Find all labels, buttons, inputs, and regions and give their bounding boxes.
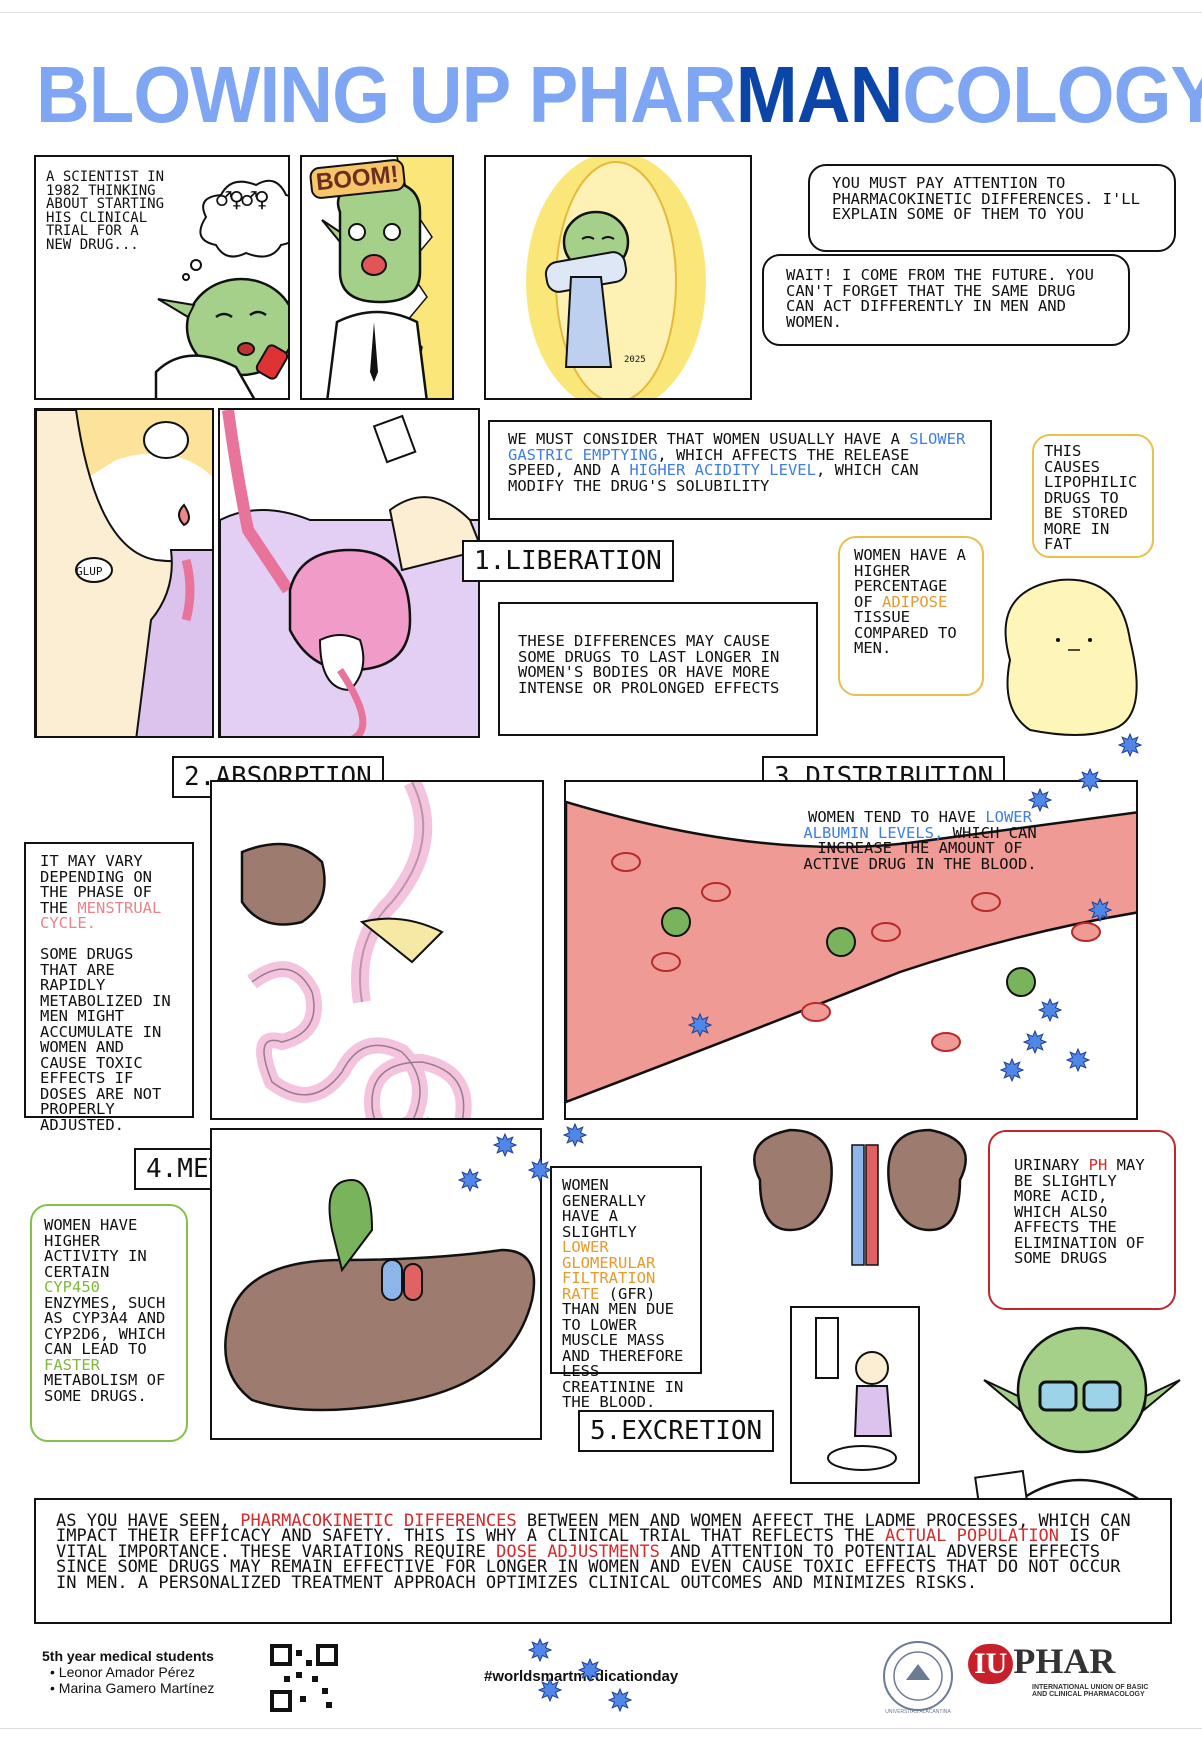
metabolism-text-3: METABOLISM OF SOME DRUGS.: [44, 1371, 166, 1405]
liberation-highlight-gastric: SLOWER GASTRIC EMPTYING: [508, 430, 966, 464]
iuphar-subtitle-2: AND CLINICAL PHARMACOLOGY: [1032, 1691, 1145, 1698]
drug-particle-icon: [562, 1122, 588, 1148]
panel-boom: BOOM!: [300, 155, 454, 400]
year-stamp: 2025: [624, 355, 646, 365]
conclusion-text-3: IS OF VITAL IMPORTANCE. THESE VARIATIONS…: [56, 1526, 1121, 1562]
panel-intestine: [210, 780, 544, 1120]
author-1-name: Leonor Amador Pérez: [58, 1664, 195, 1680]
metabolism-highlight-cyp450: CYP450: [44, 1278, 100, 1296]
panel-scientist-1982: A SCIENTIST IN 1982 THINKING ABOUT START…: [34, 155, 290, 400]
adipose-text-2: TISSUE COMPARED TO MEN.: [854, 608, 957, 657]
lipophilic-bubble: THIS CAUSES LIPOPHILIC DRUGS TO BE STORE…: [1032, 434, 1154, 558]
title-part-dark: MAN: [735, 50, 904, 139]
page-title: BLOWING UP PHARMANCOLOGY: [36, 50, 1202, 140]
metabolism-text-2: ENZYMES, SUCH AS CYP3A4 AND CYP2D6, WHIC…: [44, 1293, 166, 1358]
liberation-text-3: , WHICH CAN MODIFY THE DRUG'S SOLUBILITY: [508, 461, 919, 495]
author-2-name: Marina Gamero Martínez: [58, 1680, 215, 1696]
distribution-text-2: WHICH CAN INCREASE THE AMOUNT OF ACTIVE …: [803, 823, 1037, 873]
metabolism-text-1: WOMEN HAVE HIGHER ACTIVITY IN CERTAIN: [44, 1216, 147, 1281]
urinary-text-1: URINARY: [1014, 1156, 1089, 1174]
panel-toilet: [790, 1306, 920, 1484]
drug-particle-icon: [607, 1687, 633, 1713]
liberation-text-1: WE MUST CONSIDER THAT WOMEN USUALLY HAVE…: [508, 430, 910, 448]
distribution-info-text: WOMEN TEND TO HAVE LOWER ALBUMIN LEVELS,…: [800, 808, 1040, 873]
absorption-text-2: SOME DRUGS THAT ARE RAPIDLY METABOLIZED …: [40, 945, 171, 1134]
glup-sfx: GLUP: [76, 565, 103, 578]
conclusion-box: AS YOU HAVE SEEN, PHARMACOKINETIC DIFFER…: [34, 1498, 1172, 1624]
woman-toilet-illustration: [815, 1317, 897, 1471]
top-rule: [0, 12, 1202, 13]
excretion-text-2: (GFR) THAN MEN DUE TO LOWER MUSCLE MASS …: [562, 1284, 684, 1411]
absorption-text-1: IT MAY VARY DEPENDING ON THE PHASE OF TH…: [40, 852, 152, 917]
university-seal-text: UNIVERSITAS ALACANTINA: [885, 1709, 951, 1715]
panel-woman-face: GLUP: [34, 408, 214, 738]
woman-face-illustration: [36, 410, 212, 736]
title-part-light: BLOWING UP PHAR: [36, 50, 737, 139]
section-label-excretion: 5.EXCRETION: [578, 1410, 775, 1452]
urinary-ph-bubble: URINARY PH MAY BE SLIGHTLY MORE ACID, WH…: [988, 1130, 1176, 1310]
adipose-highlight: ADIPOSE: [882, 592, 948, 611]
title-part-end: COLOGY: [902, 50, 1202, 139]
distribution-highlight-albumin: LOWER ALBUMIN LEVELS,: [803, 808, 1032, 842]
conclusion-highlight-population: ACTUAL POPULATION: [885, 1526, 1060, 1547]
absorption-highlight-menstrual: MENSTRUAL CYCLE.: [40, 898, 162, 932]
urinary-text-2: MAY BE SLIGHTLY MORE ACID, WHICH ALSO AF…: [1014, 1156, 1145, 1267]
iuphar-subtitle-1: INTERNATIONAL UNION OF BASIC: [1032, 1684, 1149, 1691]
author-1: • Leonor Amador Pérez: [50, 1664, 195, 1680]
panel-liver: [210, 1128, 542, 1440]
iuphar-logo-phar: PHAR: [1013, 1641, 1116, 1681]
narration-text: A SCIENTIST IN 1982 THINKING ABOUT START…: [46, 169, 165, 253]
panel-time-traveler: 2025: [484, 155, 752, 400]
drug-particle-icon: [527, 1637, 553, 1663]
intestine-illustration: [240, 782, 472, 1118]
hashtag: #worldsmartmedicationday: [484, 1668, 679, 1685]
panel-swallowing-pill: [218, 408, 480, 738]
distribution-text-1: WOMEN TEND TO HAVE: [808, 808, 986, 826]
stomach-illustration: [220, 410, 478, 736]
bottom-rule: [0, 1728, 1202, 1729]
boom-illustration: [321, 157, 452, 398]
adipose-text-1: WOMEN HAVE A HIGHER PERCENTAGE OF: [854, 546, 966, 611]
liberation-highlight-acidity: HIGHER ACIDITY LEVEL: [629, 461, 816, 479]
metabolism-highlight-faster: FASTER: [44, 1355, 100, 1374]
excretion-text-1: WOMEN GENERALLY HAVE A SLIGHTLY: [562, 1176, 646, 1241]
authors-heading: 5th year medical students: [42, 1648, 214, 1664]
urinary-highlight-ph: PH: [1088, 1156, 1108, 1174]
time-traveler-illustration: [526, 157, 706, 398]
iuphar-logo-iu: IU: [968, 1644, 1014, 1684]
metabolism-info-box: WOMEN HAVE HIGHER ACTIVITY IN CERTAIN CY…: [30, 1204, 188, 1442]
differences-box: THESE DIFFERENCES MAY CAUSE SOME DRUGS T…: [498, 602, 818, 736]
speech-bubble-from-future: WAIT! I COME FROM THE FUTURE. YOU CAN'T …: [762, 254, 1130, 346]
adipose-bubble: WOMEN HAVE A HIGHER PERCENTAGE OF ADIPOS…: [838, 536, 984, 696]
thought-bubble-symbols: ♂♀♂♀: [216, 185, 270, 215]
liberation-info-box: WE MUST CONSIDER THAT WOMEN USUALLY HAVE…: [488, 420, 992, 520]
speech-bubble-pay-attention: YOU MUST PAY ATTENTION TO PHARMACOKINETI…: [808, 164, 1176, 252]
conclusion-highlight-pk: PHARMACOKINETIC DIFFERENCES: [240, 1511, 517, 1531]
drug-particle-icon: [1117, 732, 1143, 758]
conclusion-highlight-dose: DOSE ADJUSTMENTS: [496, 1541, 660, 1562]
conclusion-text-4: AND ATTENTION TO POTENTIAL ADVERSE EFFEC…: [56, 1541, 1121, 1593]
conclusion-text-2: BETWEEN MEN AND WOMEN AFFECT THE LADME P…: [56, 1511, 1131, 1547]
authors-block: 5th year medical students • Leonor Amado…: [42, 1648, 262, 1696]
liver-illustration: [224, 1178, 536, 1412]
scientist-1982-illustration: [154, 179, 288, 398]
liberation-text-2: , WHICH AFFECTS THE RELEASE SPEED, AND A: [508, 445, 910, 479]
conclusion-text-1: AS YOU HAVE SEEN,: [56, 1511, 241, 1531]
absorption-info-box: IT MAY VARY DEPENDING ON THE PHASE OF TH…: [24, 842, 194, 1132]
panel-blood-vessel: WOMEN TEND TO HAVE LOWER ALBUMIN LEVELS,…: [564, 780, 1138, 1120]
excretion-highlight-gfr: LOWER GLOMERULAR FILTRATION RATE: [562, 1238, 656, 1303]
author-2: • Marina Gamero Martínez: [50, 1680, 215, 1696]
excretion-info-box: WOMEN GENERALLY HAVE A SLIGHTLY LOWER GL…: [550, 1166, 702, 1410]
section-label-liberation: 1.LIBERATION: [462, 540, 674, 582]
